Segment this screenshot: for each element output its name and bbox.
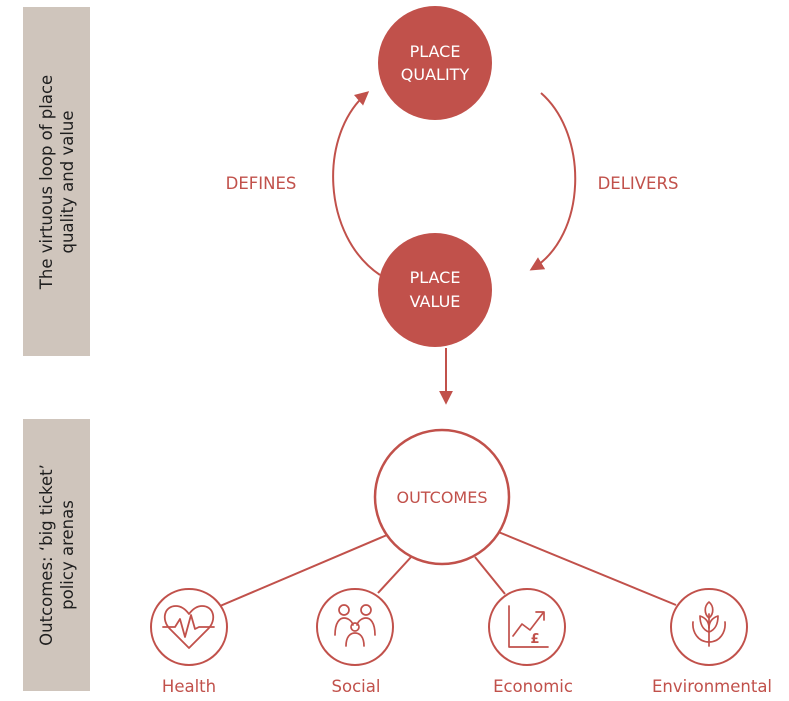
heart-pulse-icon <box>162 605 215 649</box>
connector-health <box>212 534 388 610</box>
outcomes-node: OUTCOMES <box>373 428 511 566</box>
outcome-connectors <box>212 530 677 610</box>
place-quality-line1: PLACE <box>410 42 461 61</box>
place-quality-node: PLACE QUALITY <box>378 6 492 120</box>
defines-label: DEFINES <box>226 174 297 193</box>
place-value-line1: PLACE <box>410 268 461 287</box>
connector-environmental <box>495 530 677 606</box>
economic-label: Economic <box>493 677 573 696</box>
outcomes-label: OUTCOMES <box>397 488 488 507</box>
environmental-node: Environmental <box>652 588 772 696</box>
place-value-line2: VALUE <box>410 292 461 311</box>
connector-social <box>377 555 413 594</box>
social-node: Social <box>316 588 394 696</box>
connector-economic <box>474 556 506 595</box>
place-quality-line2: QUALITY <box>401 65 470 84</box>
pound-symbol: £ <box>530 632 539 647</box>
sidebar-loop: The virtuous loop of place quality and v… <box>23 7 90 356</box>
sidebar-outcomes: Outcomes: ‘big ticket’ policy arenas <box>23 419 90 691</box>
health-node: Health <box>150 588 228 696</box>
delivers-label: DELIVERS <box>598 174 679 193</box>
delivers-arrow <box>529 92 577 271</box>
place-value-node: PLACE VALUE <box>378 233 492 347</box>
defines-arrow <box>332 91 381 276</box>
environmental-label: Environmental <box>652 677 772 696</box>
economic-node: £ Economic <box>488 588 573 696</box>
pound-chart-icon <box>508 605 549 648</box>
people-icon <box>334 604 376 647</box>
social-label: Social <box>332 677 381 696</box>
leaf-icon <box>692 601 726 647</box>
health-label: Health <box>162 677 216 696</box>
